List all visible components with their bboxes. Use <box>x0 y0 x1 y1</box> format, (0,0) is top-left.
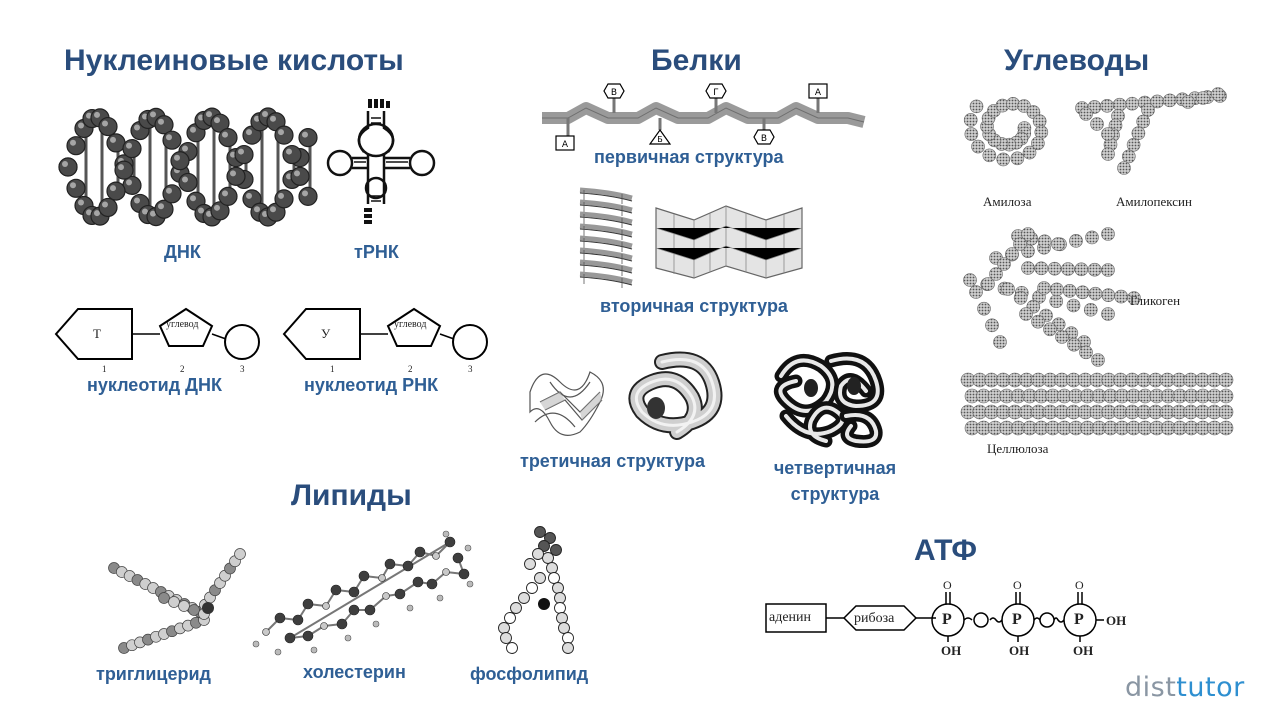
heading-lipids: Липиды <box>291 479 412 512</box>
primary-structure-label: первичная структура <box>594 147 784 167</box>
atp-hydroxyl-end: OH <box>1106 613 1127 628</box>
heading-nucleic-acids: Нуклеиновые кислоты <box>64 44 404 77</box>
atp-hydroxyl-3: OH <box>1073 643 1094 658</box>
secondary-structure-label: вторичная структура <box>600 296 788 316</box>
disttutor-logo[interactable]: disttutor <box>1125 672 1245 703</box>
rna-base-letter: У <box>321 326 331 341</box>
logo-part-dist: dist <box>1125 672 1177 703</box>
residue-label: В <box>611 88 617 98</box>
rna-num-2: 2 <box>408 364 413 374</box>
rna-sugar-text: углевод <box>394 319 427 330</box>
rna-num-3: 3 <box>468 364 473 374</box>
rna-nucleotide-diagram <box>282 307 488 360</box>
phospholipid-molecule-image <box>498 526 574 654</box>
primary-structure-chain: А В Б Г В А <box>542 83 866 151</box>
cellulose-label: Целлюлоза <box>987 441 1049 456</box>
quaternary-line1: четвертичная <box>773 458 897 478</box>
dna-num-1: 1 <box>102 364 107 374</box>
triglyceride-label: триглицерид <box>96 664 211 684</box>
trna-cloverleaf-image <box>326 99 436 224</box>
residue-label: А <box>815 88 822 98</box>
dna-base-letter: Т <box>93 326 101 341</box>
atp-phosphate-3: P <box>1074 611 1084 628</box>
heading-proteins: Белки <box>651 44 742 77</box>
atp-oxygen-2: O <box>1013 578 1022 592</box>
residue-label: В <box>761 134 767 144</box>
dna-nucleotide-label: нуклеотид ДНК <box>87 375 222 395</box>
amylopectin-label: Амилопексин <box>1116 194 1192 209</box>
dna-num-3: 3 <box>240 364 245 374</box>
dna-sugar-text: углевод <box>166 319 199 330</box>
logo-part-tutor: tutor <box>1176 672 1245 703</box>
atp-ribose-text: рибоза <box>854 611 895 626</box>
residue-label: Г <box>713 88 719 98</box>
residue-label: А <box>562 140 569 150</box>
tertiary-ribbon-image <box>529 371 604 436</box>
heading-atp: АТФ <box>914 534 977 567</box>
dna-num-2: 2 <box>180 364 185 374</box>
trna-label: тРНК <box>354 242 399 262</box>
heading-carbohydrates: Углеводы <box>1004 44 1150 77</box>
atp-oxygen-3: O <box>1075 578 1084 592</box>
rna-nucleotide-label: нуклеотид РНК <box>304 375 439 395</box>
polysaccharide-chains-image <box>960 87 1234 436</box>
amylose-label: Амилоза <box>983 194 1032 209</box>
dna-label: ДНК <box>164 242 201 262</box>
quaternary-line2: структура <box>790 484 880 504</box>
atp-oxygen-1: O <box>943 578 952 592</box>
cholesterol-molecule-image <box>252 530 474 656</box>
glycogen-label: Гликоген <box>1130 293 1181 308</box>
tertiary-tube-image <box>628 351 723 440</box>
residue-label: Б <box>657 135 663 144</box>
atp-phosphate-1: P <box>942 611 952 628</box>
dna-double-helix-image <box>58 107 318 227</box>
tertiary-structure-label: третичная структура <box>520 451 705 471</box>
atp-structure-diagram <box>765 592 1104 642</box>
triglyceride-molecule-image <box>108 548 246 654</box>
quaternary-structure-image <box>774 352 885 448</box>
dna-nucleotide-diagram <box>54 307 260 360</box>
atp-adenine-text: аденин <box>769 610 812 625</box>
atp-hydroxyl-2: OH <box>1009 643 1030 658</box>
cholesterol-label: холестерин <box>303 662 406 682</box>
secondary-structure-image <box>579 187 803 288</box>
atp-phosphate-2: P <box>1012 611 1022 628</box>
rna-num-1: 1 <box>330 364 335 374</box>
atp-hydroxyl-1: OH <box>941 643 962 658</box>
quaternary-structure-label: четвертичная структура <box>764 455 906 507</box>
phospholipid-label: фосфолипид <box>470 664 589 684</box>
